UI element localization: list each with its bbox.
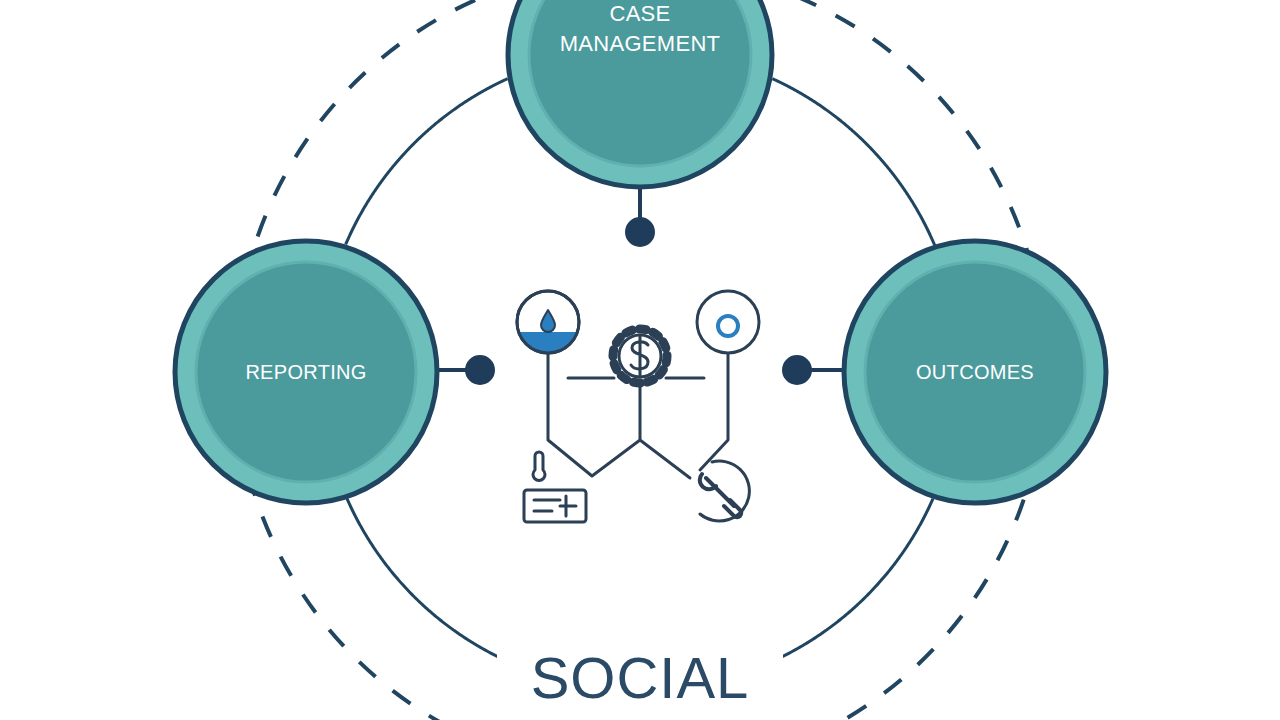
text-holder: OUTCOMES	[841, 238, 1109, 506]
outer-ring	[508, 0, 772, 187]
stem-dot	[784, 357, 810, 383]
outer-ring	[175, 241, 437, 503]
document-lines	[534, 496, 576, 516]
thermometer-icon	[533, 452, 545, 480]
target-icon	[697, 291, 759, 353]
target-icon-core	[718, 316, 738, 336]
circle-label: CASE MANAGEMENT	[550, 0, 730, 59]
inner-disc	[196, 262, 416, 482]
ring-connector	[346, 79, 508, 245]
center-illustration	[517, 291, 759, 522]
tool-ring	[700, 461, 749, 521]
wrench-icon	[700, 474, 741, 517]
money-symbol	[631, 337, 648, 375]
inner-disc	[529, 0, 751, 166]
text-holder: REPORTING	[172, 238, 440, 506]
diagram-title: SOCIAL	[497, 646, 784, 710]
circle-label: OUTCOMES	[916, 359, 1034, 386]
topic-circle: OUTCOMES	[841, 238, 1109, 506]
stem-dot	[467, 357, 493, 383]
circle-label: REPORTING	[245, 359, 366, 386]
outer-ring	[844, 241, 1106, 503]
stem-dot	[627, 219, 653, 245]
document-icon	[524, 490, 586, 522]
drop-icon	[517, 291, 579, 353]
topic-circle: REPORTING	[172, 238, 440, 506]
inner-disc	[865, 262, 1085, 482]
connector-stems	[438, 188, 842, 383]
topic-circle: CASE MANAGEMENT	[505, 0, 775, 190]
drop-icon-ring	[517, 291, 579, 353]
title-row: SOCIAL	[0, 646, 1280, 710]
circle-outline	[505, 0, 775, 190]
gear-body	[619, 335, 661, 377]
drop-icon-fill	[519, 332, 577, 352]
water-drop	[541, 310, 555, 332]
text-holder: CASE MANAGEMENT	[505, 0, 775, 190]
gear-teeth	[613, 329, 667, 383]
ring-connector	[772, 79, 934, 246]
